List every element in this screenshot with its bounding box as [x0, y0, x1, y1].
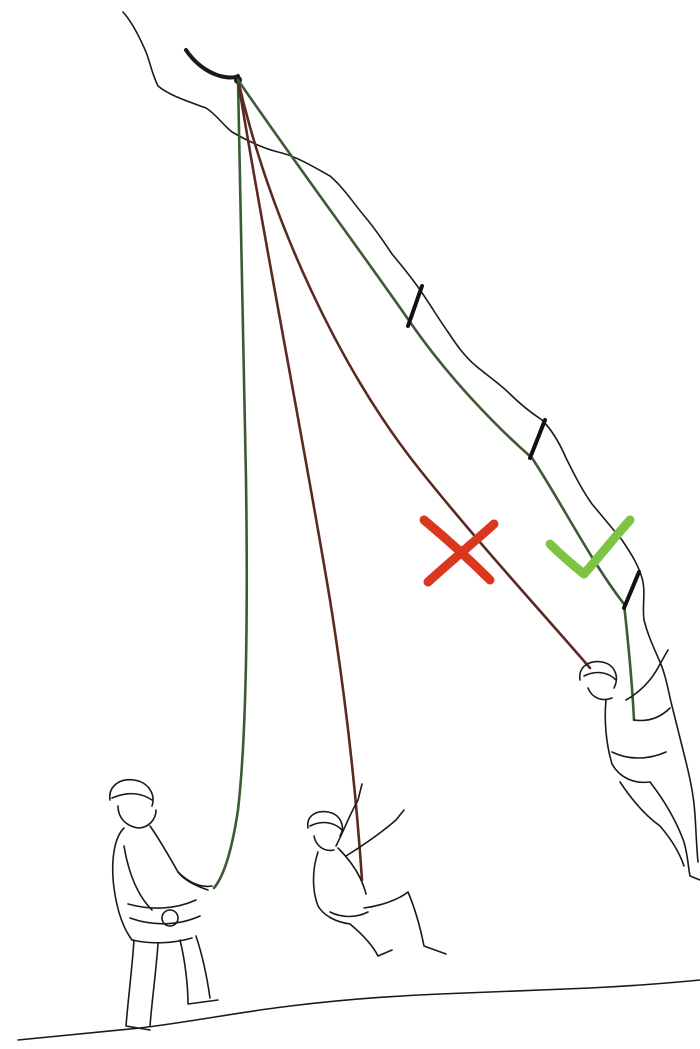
belayer-figure	[110, 780, 218, 1030]
anchor-sling	[186, 50, 238, 78]
rope-to-swinging-climber	[238, 80, 362, 880]
check-mark-icon	[550, 520, 630, 574]
lead-climber-figure	[580, 650, 700, 880]
rock-face-outline	[123, 12, 698, 862]
quickdraw-2	[530, 420, 545, 458]
swinging-climber-figure	[308, 784, 446, 956]
quickdraw-3	[624, 572, 639, 608]
ground-line	[18, 980, 700, 1040]
rope-through-quickdraws	[238, 80, 634, 720]
rope-to-belayer	[214, 80, 247, 888]
quickdraw-1	[408, 286, 422, 326]
cross-mark-icon	[424, 520, 494, 582]
